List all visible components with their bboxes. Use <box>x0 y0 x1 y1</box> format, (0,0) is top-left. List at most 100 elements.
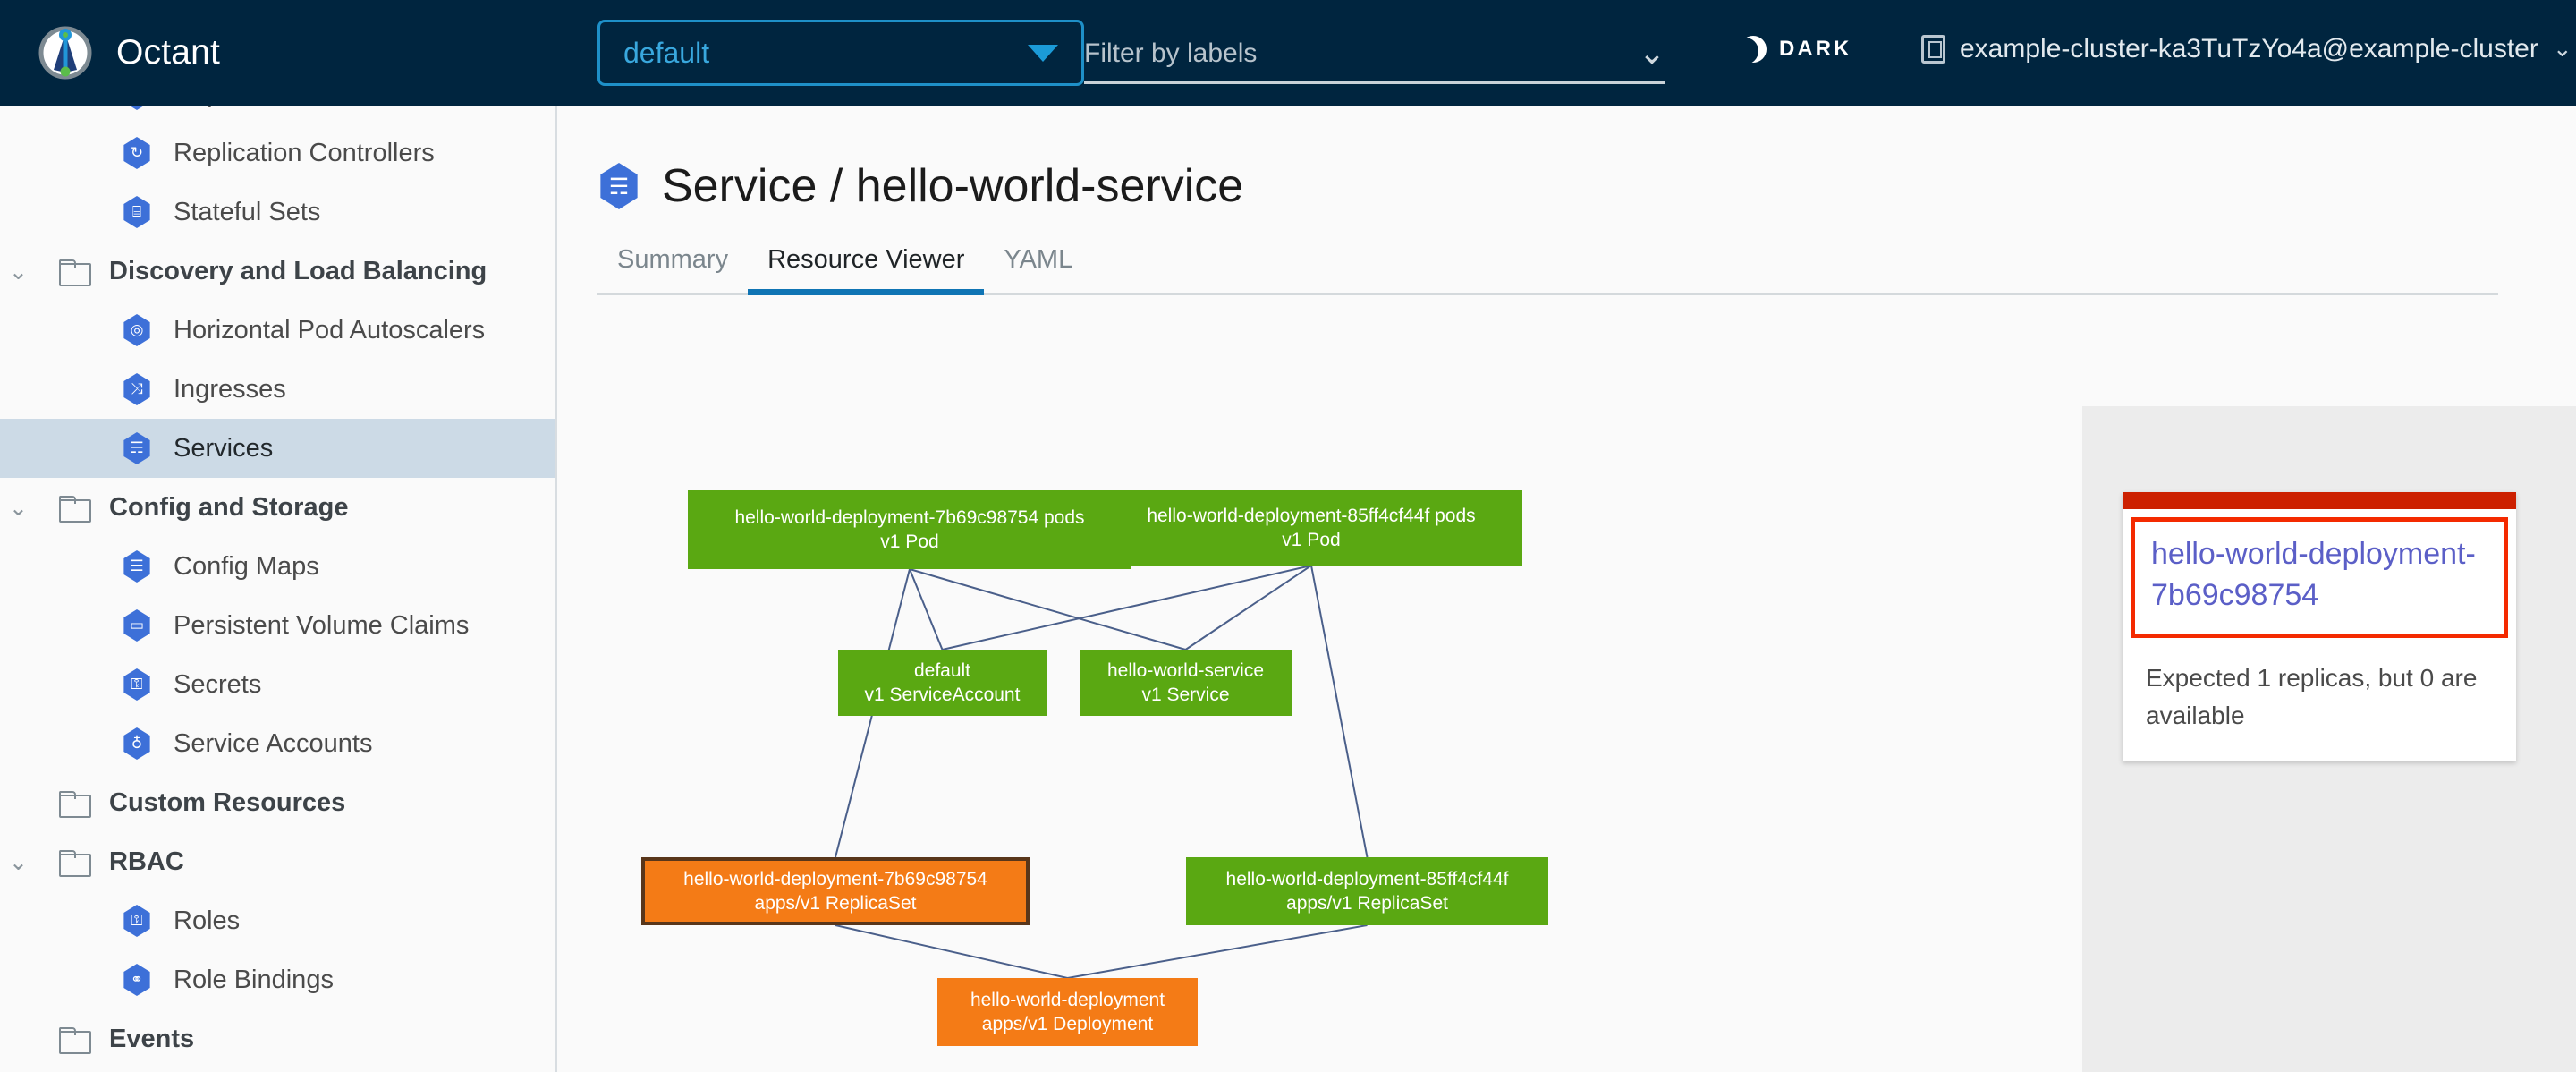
graph-node-kind: v1 Pod <box>880 531 938 554</box>
k8s-hpa-icon: ◎ <box>122 314 152 346</box>
brand-title: Octant <box>116 33 220 72</box>
graph-node-kind: apps/v1 ReplicaSet <box>1286 892 1448 915</box>
graph-edge <box>835 925 1068 978</box>
status-card-link[interactable]: hello-world-deployment-7b69c98754 <box>2151 537 2476 612</box>
folder-icon <box>59 259 88 283</box>
sidebar-item-label: Service Accounts <box>174 729 372 759</box>
k8s-glyph: ⤨ <box>122 373 152 405</box>
k8s-serviceaccount-icon: ♁ <box>122 727 152 760</box>
graph-node-sa-default[interactable]: defaultv1 ServiceAccount <box>838 650 1046 716</box>
graph-node-title: hello-world-deployment-7b69c98754 pods <box>734 506 1084 530</box>
cluster-name: example-cluster-ka3TuTzYo4a@example-clus… <box>1960 34 2538 64</box>
tab-bar[interactable]: SummaryResource ViewerYAML <box>597 245 2498 295</box>
graph-node-pod-85ff[interactable]: hello-world-deployment-85ff4cf44f podsv1… <box>1100 490 1522 566</box>
chevron-down-icon[interactable]: ⌄ <box>9 851 39 873</box>
sidebar-item-service-accounts[interactable]: ♁ Service Accounts <box>0 714 555 773</box>
k8s-configmap-icon: ☰ <box>122 550 152 583</box>
graph-node-pod-7b69[interactable]: hello-world-deployment-7b69c98754 podsv1… <box>688 490 1131 569</box>
cluster-selector[interactable]: example-cluster-ka3TuTzYo4a@example-clus… <box>1921 34 2572 64</box>
sidebar-item-label: RBAC <box>109 847 184 877</box>
chevron-down-icon[interactable]: ⌄ <box>1639 38 1665 70</box>
tab-yaml[interactable]: YAML <box>984 245 1092 295</box>
k8s-glyph: ☰ <box>122 550 152 583</box>
sidebar-item-horizontal-pod-autoscalers[interactable]: ◎ Horizontal Pod Autoscalers <box>0 301 555 360</box>
sidebar-item-events[interactable]: ⌄Events <box>0 1009 555 1068</box>
page-title: Service / hello-world-service <box>662 159 1243 213</box>
k8s-ingress-icon: ⤨ <box>122 373 152 405</box>
graph-node-rs-7b69[interactable]: hello-world-deployment-7b69c98754apps/v1… <box>641 857 1030 925</box>
graph-node-rs-85ff[interactable]: hello-world-deployment-85ff4cf44fapps/v1… <box>1186 857 1548 925</box>
graph-edge <box>910 569 1186 650</box>
sidebar-item-persistent-volume-claims[interactable]: ▭ Persistent Volume Claims <box>0 596 555 655</box>
brand[interactable]: Octant <box>38 25 220 81</box>
k8s-glyph: ⚿ <box>122 668 152 701</box>
cluster-icon <box>1921 35 1945 64</box>
theme-toggle-button[interactable]: DARK <box>1740 36 1852 63</box>
sidebar-item-label: Role Bindings <box>174 966 334 995</box>
chevron-down-icon: ⌄ <box>2553 36 2572 63</box>
sidebar-item-rbac[interactable]: ⌄ RBAC <box>0 832 555 891</box>
sidebar-item-label: Discovery and Load Balancing <box>109 257 487 286</box>
k8s-glyph: ⌸ <box>122 196 152 228</box>
sidebar-item-label: Ingresses <box>174 375 286 404</box>
k8s-replicationcontroller-icon: ↻ <box>122 137 152 169</box>
sidebar-item-custom-resources[interactable]: ⌄Custom Resources <box>0 773 555 832</box>
octant-logo-icon <box>38 25 93 81</box>
k8s-glyph: ☴ <box>122 432 152 464</box>
k8s-role-icon: ⚿ <box>122 905 152 937</box>
sidebar-item-roles[interactable]: ⚿ Roles <box>0 891 555 950</box>
sidebar-item-ingresses[interactable]: ⤨ Ingresses <box>0 360 555 419</box>
sidebar-item-services[interactable]: ☴ Services <box>0 419 555 478</box>
label-filter-input[interactable]: Filter by labels ⌄ <box>1084 25 1665 84</box>
graph-node-dep-hello[interactable]: hello-world-deploymentapps/v1 Deployment <box>937 978 1198 1046</box>
status-card-accent-bar <box>2123 492 2516 509</box>
k8s-glyph: ⚭ <box>122 964 152 996</box>
sidebar-item-replication-controllers[interactable]: ↻Replication Controllers <box>0 123 555 183</box>
label-filter-placeholder: Filter by labels <box>1084 38 1639 69</box>
chevron-down-icon[interactable]: ⌄ <box>9 497 39 519</box>
sidebar-navigation[interactable]: ▤Replica Sets↻Replication Controllers⌸St… <box>0 106 557 1072</box>
sidebar-item-replica-sets[interactable]: ▤Replica Sets <box>0 106 555 123</box>
status-card-link-box[interactable]: hello-world-deployment-7b69c98754 <box>2131 517 2508 638</box>
k8s-glyph: ▤ <box>122 106 152 110</box>
folder-icon <box>59 850 88 873</box>
k8s-rolebinding-icon: ⚭ <box>122 964 152 996</box>
caret-down-icon <box>1028 45 1058 62</box>
namespace-value: default <box>623 37 1028 70</box>
sidebar-item-label: Horizontal Pod Autoscalers <box>174 316 485 345</box>
sidebar-item-label: Roles <box>174 906 240 936</box>
folder-icon <box>59 791 88 814</box>
graph-node-title: hello-world-deployment-85ff4cf44f pods <box>1147 505 1475 528</box>
chevron-down-icon[interactable]: ⌄ <box>9 260 39 283</box>
sidebar-item-label: Config and Storage <box>109 493 348 523</box>
moon-icon <box>1740 36 1767 63</box>
sidebar-item-stateful-sets[interactable]: ⌸Stateful Sets <box>0 183 555 242</box>
namespace-selector[interactable]: default <box>597 20 1084 86</box>
chevron-placeholder-icon: ⌄ <box>9 792 39 814</box>
status-card-message: Expected 1 replicas, but 0 are available <box>2123 638 2516 761</box>
tab-summary[interactable]: Summary <box>597 245 748 295</box>
folder-icon <box>59 1027 88 1051</box>
graph-edge <box>1311 566 1368 857</box>
main-content: ☴ Service / hello-world-service SummaryR… <box>557 106 2576 1072</box>
page-header: ☴ Service / hello-world-service <box>597 159 2576 213</box>
k8s-pvc-icon: ▭ <box>122 609 152 642</box>
k8s-service-icon: ☴ <box>597 163 640 209</box>
status-card[interactable]: hello-world-deployment-7b69c98754 Expect… <box>2123 492 2516 761</box>
sidebar-item-config-maps[interactable]: ☰Config Maps <box>0 537 555 596</box>
tab-resource-viewer[interactable]: Resource Viewer <box>748 245 984 295</box>
sidebar-item-role-bindings[interactable]: ⚭ Role Bindings <box>0 950 555 1009</box>
graph-node-svc-hello[interactable]: hello-world-servicev1 Service <box>1080 650 1292 716</box>
graph-node-title: default <box>914 659 970 683</box>
k8s-service-icon: ☴ <box>122 432 152 464</box>
sidebar-item-label: Persistent Volume Claims <box>174 611 469 641</box>
sidebar-item-discovery-and-load-balancing[interactable]: ⌄ Discovery and Load Balancing <box>0 242 555 301</box>
resource-viewer-graph[interactable]: hello-world-deployment-7b69c98754 podsv1… <box>597 406 2124 1072</box>
graph-node-kind: apps/v1 ReplicaSet <box>755 892 917 915</box>
sidebar-item-config-and-storage[interactable]: ⌄ Config and Storage <box>0 478 555 537</box>
sidebar-item-label: Services <box>174 434 273 464</box>
graph-node-title: hello-world-deployment <box>970 989 1165 1012</box>
sidebar-item-secrets[interactable]: ⚿Secrets <box>0 655 555 714</box>
chevron-placeholder-icon: ⌄ <box>9 1028 39 1051</box>
graph-edge <box>1068 925 1368 978</box>
